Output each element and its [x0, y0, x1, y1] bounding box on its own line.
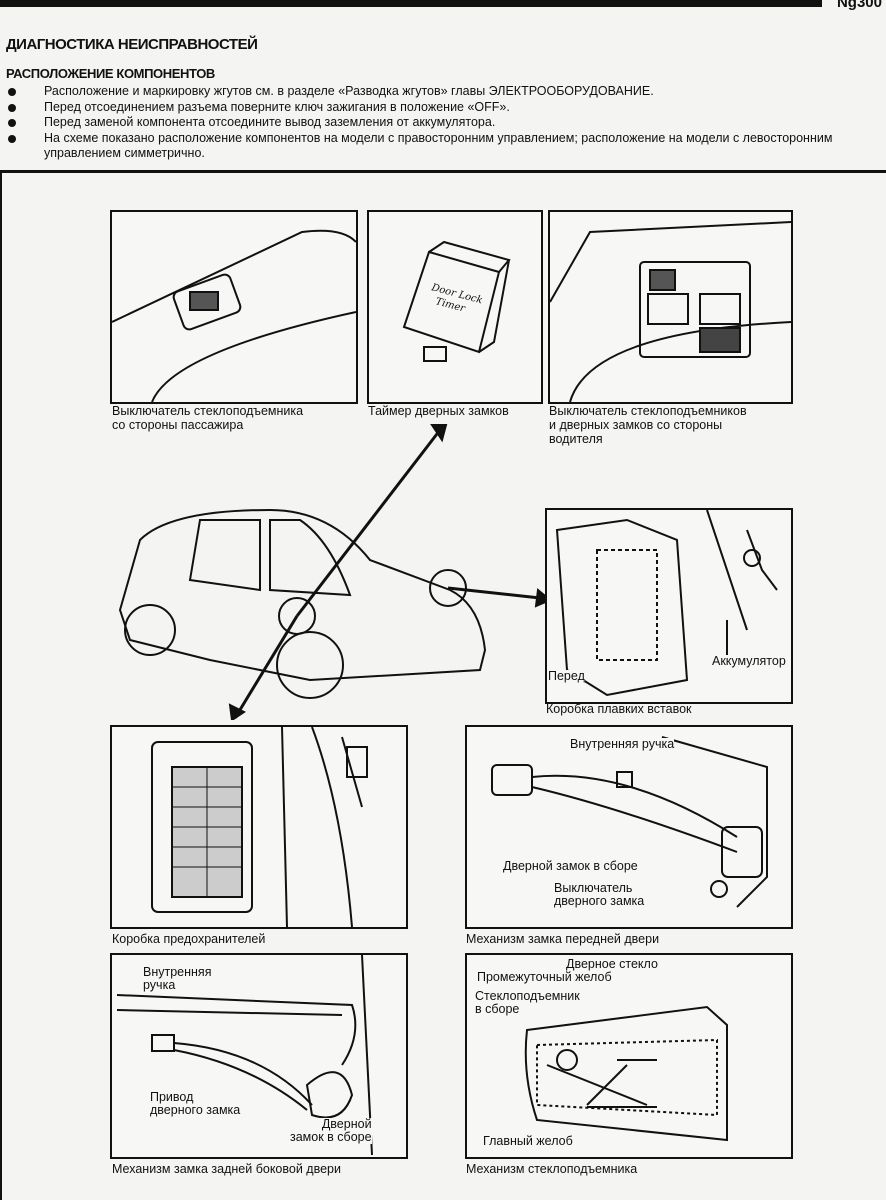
driver-switch-illustration — [548, 210, 793, 404]
car-illustration — [118, 424, 550, 720]
page-number: Ng300 — [836, 0, 882, 11]
label-door-glass: Дверное стекло — [566, 957, 658, 971]
label-main-channel: Главный желоб — [483, 1134, 573, 1148]
label-battery: Аккумулятор — [712, 654, 786, 668]
caption: Коробка плавких вставок — [546, 702, 692, 716]
label-inner-handle: Внутренняя ручка — [570, 737, 675, 751]
window-regulator-illustration — [465, 953, 793, 1159]
caption: Механизм замка задней боковой двери — [112, 1162, 341, 1176]
bullet-item: Расположение и маркировку жгутов см. в р… — [6, 84, 886, 100]
fusible-link-box-illustration — [545, 508, 793, 704]
label-intermediate-channel: Промежуточный желоб — [477, 970, 612, 984]
caption: Таймер дверных замков — [368, 404, 509, 418]
label-lock-assembly: Дверной замок в сборе — [503, 859, 638, 873]
bullet-list: Расположение и маркировку жгутов см. в р… — [6, 84, 886, 162]
caption: Механизм замка передней двери — [466, 932, 660, 946]
header-rule — [0, 0, 822, 7]
bullet-item: Перед отсоединением разъема поверните кл… — [6, 100, 886, 116]
fuse-box-illustration — [110, 725, 408, 929]
bullet-item: На схеме показано расположение компонент… — [6, 131, 886, 162]
figure-frame — [0, 170, 886, 1200]
caption: Механизм стеклоподъемника — [466, 1162, 638, 1176]
subsection-title: РАСПОЛОЖЕНИЕ КОМПОНЕНТОВ — [6, 66, 215, 81]
passenger-switch-illustration — [110, 210, 358, 404]
label-front: Перед — [548, 669, 585, 683]
caption: Коробка предохранителей — [112, 932, 266, 946]
bullet-item: Перед заменой компонента отсоедините выв… — [6, 115, 886, 131]
section-title: ДИАГНОСТИКА НЕИСПРАВНОСТЕЙ — [6, 36, 258, 53]
